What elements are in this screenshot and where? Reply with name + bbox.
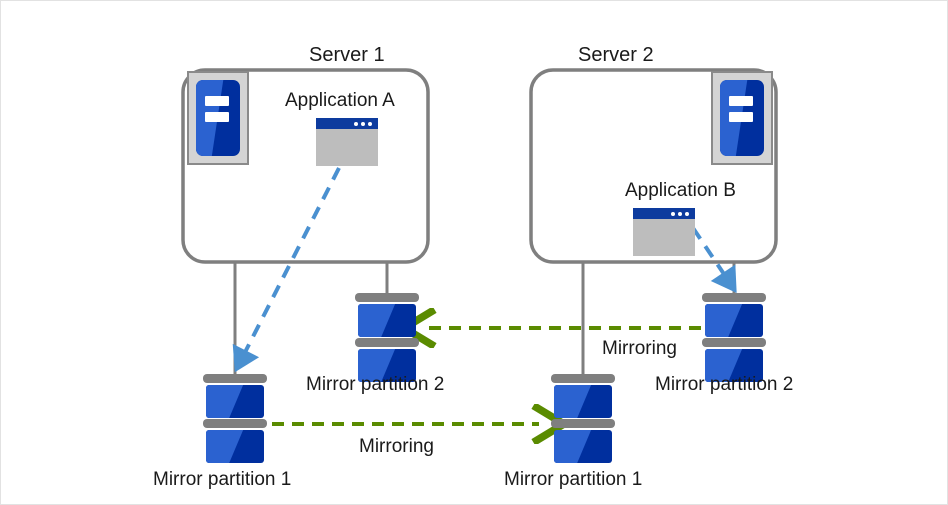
window-dot-icon (354, 121, 358, 126)
app-a-access-arrow (232, 167, 341, 373)
application-b-label: Application B (625, 180, 736, 201)
window-titlebar (633, 208, 695, 219)
disk-slab (705, 304, 763, 337)
disk-cap (551, 374, 615, 383)
server-tower-bar (204, 111, 230, 122)
window-dot-icon (678, 211, 682, 216)
window-dot-icon (685, 211, 689, 216)
disk-stack-icon (203, 374, 267, 464)
application-window-icon (316, 118, 378, 166)
disk-cap (203, 374, 267, 383)
disk-cap (551, 419, 615, 428)
server-tower-bar (728, 95, 754, 106)
server-tower-icon (711, 71, 773, 165)
disk-cap (702, 293, 766, 302)
server-1-title: Server 1 (309, 44, 385, 66)
application-a-label: Application A (285, 90, 395, 111)
window-dot-icon (361, 121, 365, 126)
server-tower-bar (204, 95, 230, 106)
disk-slab (554, 430, 612, 463)
mirror-partition-1-server2-label: Mirror partition 1 (504, 469, 643, 490)
server-1-boundary (181, 68, 430, 264)
disk-cap (355, 293, 419, 302)
mirror-partition-2-server2-label: Mirror partition 2 (655, 374, 794, 395)
mirror-partition-2-server1-label: Mirror partition 2 (306, 374, 445, 395)
window-titlebar (316, 118, 378, 129)
disk-slab (358, 349, 416, 382)
disk-cap (702, 338, 766, 347)
disk-stack-icon (551, 374, 615, 464)
mirror-partition-1-server1-label: Mirror partition 1 (153, 469, 292, 490)
server-tower-icon (187, 71, 249, 165)
mirroring-label-upper: Mirroring (602, 338, 677, 359)
disk-slab (554, 385, 612, 418)
disk-cap (355, 338, 419, 347)
disk-slab (705, 349, 763, 382)
disk-cap (203, 419, 267, 428)
server-tower-body (196, 80, 240, 156)
server-tower-body (720, 80, 764, 156)
server-2-boundary (529, 68, 778, 264)
disk-stack-icon (702, 293, 766, 383)
mirroring-label-lower: Mirroring (359, 436, 434, 457)
server-tower-bar (728, 111, 754, 122)
app-b-access-arrow (691, 226, 737, 293)
application-window-icon (633, 208, 695, 256)
window-dot-icon (368, 121, 372, 126)
window-dot-icon (671, 211, 675, 216)
server-2-title: Server 2 (578, 44, 654, 66)
disk-slab (358, 304, 416, 337)
disk-slab (206, 385, 264, 418)
disk-slab (206, 430, 264, 463)
disk-stack-icon (355, 293, 419, 383)
